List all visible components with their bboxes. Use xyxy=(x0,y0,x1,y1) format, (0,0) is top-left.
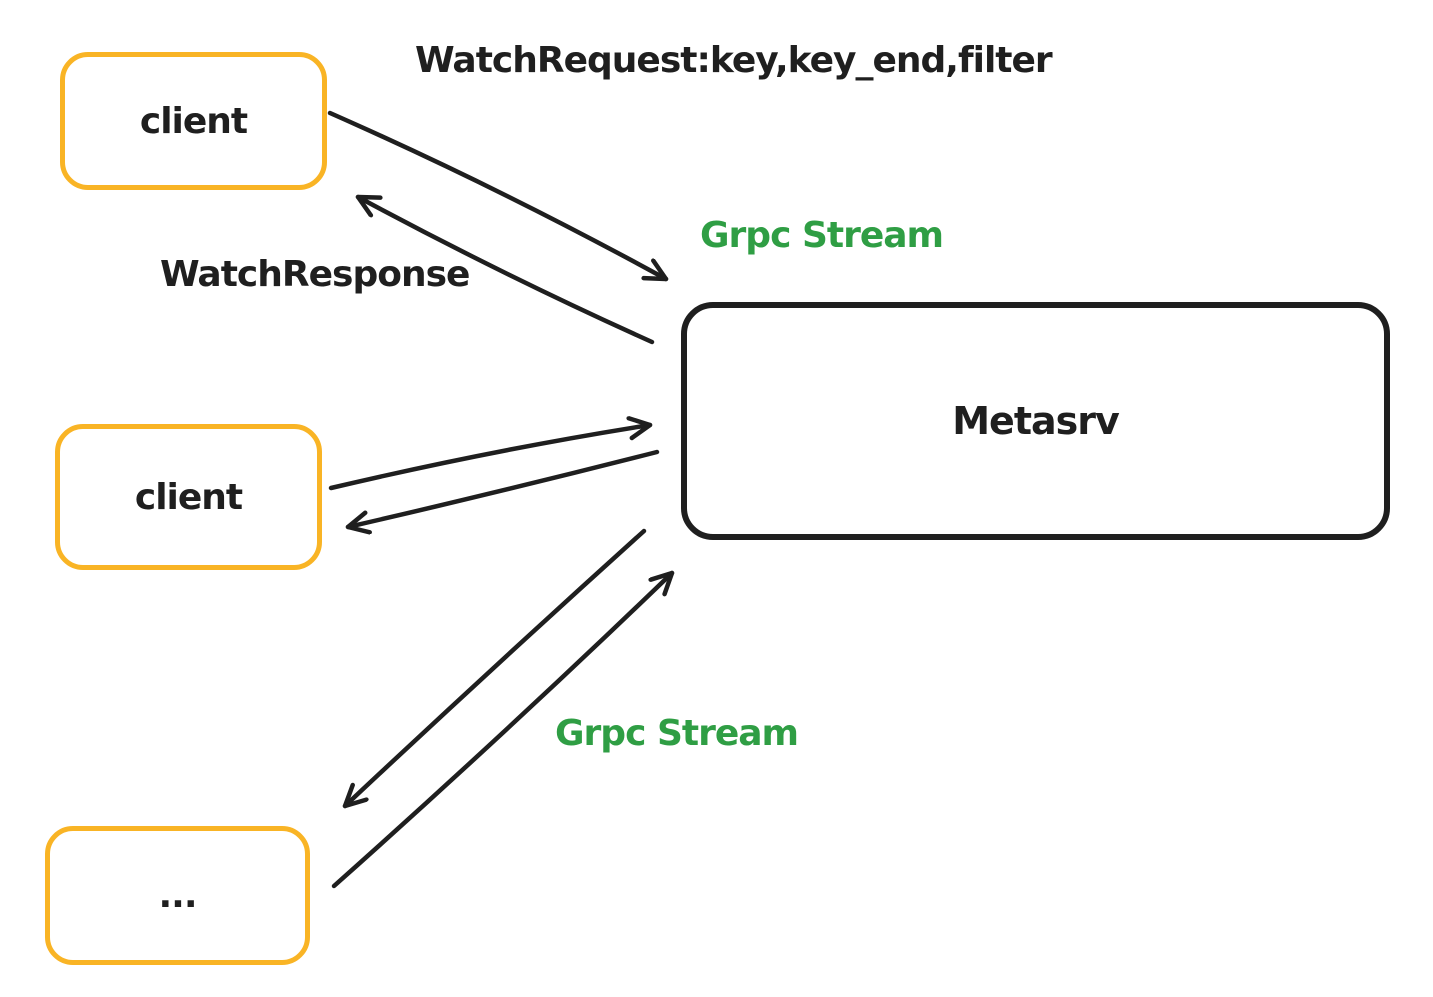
label-watch-response: WatchResponse xyxy=(160,254,470,295)
node-client-middle-label: client xyxy=(134,476,243,518)
arrow-watch-request-top xyxy=(327,110,669,282)
arrow-response-middle xyxy=(345,449,660,527)
arrow-request-middle xyxy=(328,425,653,491)
arrow-request-bottom xyxy=(331,570,675,889)
node-client-more: ... xyxy=(45,826,310,965)
arrow-response-bottom xyxy=(342,528,647,809)
label-grpc-stream-top: Grpc Stream xyxy=(700,215,944,256)
node-client-top-label: client xyxy=(139,100,248,142)
node-metasrv: Metasrv xyxy=(681,302,1390,540)
node-metasrv-label: Metasrv xyxy=(952,399,1120,443)
node-client-middle: client xyxy=(55,424,322,570)
node-client-more-label: ... xyxy=(158,875,197,916)
label-grpc-stream-bottom: Grpc Stream xyxy=(555,713,799,754)
label-watch-request: WatchRequest:key,key_end,filter xyxy=(415,40,1053,81)
node-client-top: client xyxy=(60,52,327,190)
arrow-watch-response-top xyxy=(355,194,655,345)
